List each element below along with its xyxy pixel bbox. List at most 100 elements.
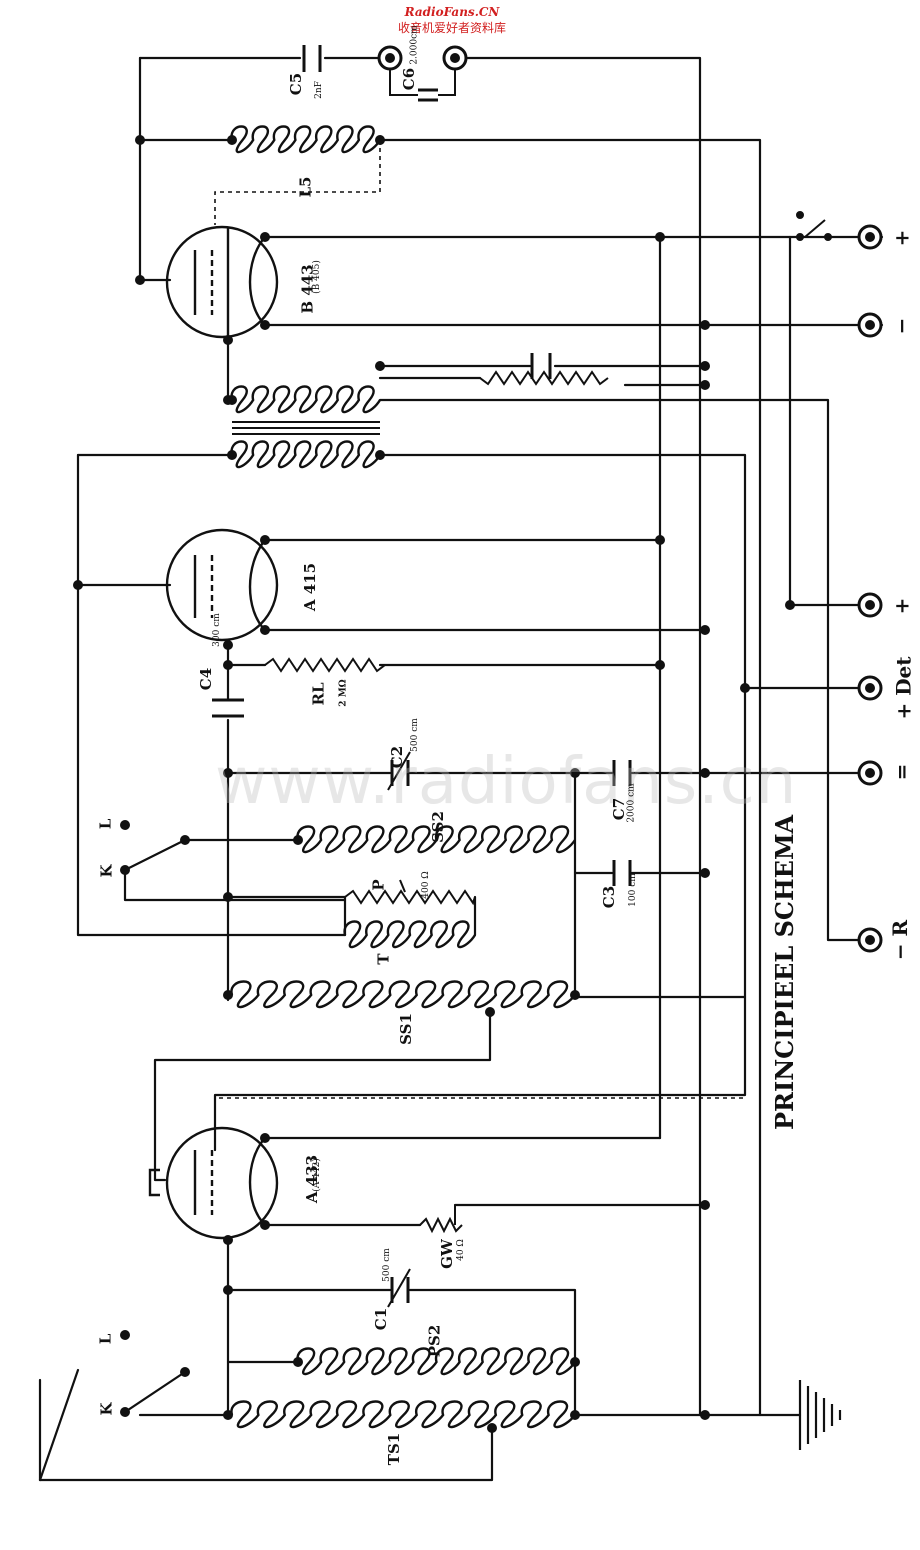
terminal-label-eq: = (889, 763, 914, 781)
label-c6: C6 (400, 67, 419, 91)
label-c3-value: 100 cm (627, 873, 638, 907)
junction-dot (180, 835, 190, 845)
label-c1-value: 500 cm (381, 1248, 392, 1282)
junction-dot (293, 835, 303, 845)
coil-output-secondary (230, 440, 382, 469)
junction-dot (375, 361, 385, 371)
junction-dot (570, 990, 580, 1000)
junction-dot (223, 640, 233, 650)
junction-dot (700, 1410, 710, 1420)
label-ts1: TS1 (385, 1432, 404, 1466)
label-p: P (369, 879, 388, 891)
schema-title: PRINCIPIEEL SCHEMA (770, 814, 799, 1130)
label-c5: C5 (287, 72, 306, 96)
label-c1: C1 (372, 1307, 391, 1331)
coil-output-primary (230, 385, 382, 414)
junction-dot (227, 395, 237, 405)
junction-dot (260, 232, 270, 242)
junction-dot (223, 990, 233, 1000)
junction-dot (260, 625, 270, 635)
junction-dot (223, 1410, 233, 1420)
coil-ss1 (230, 980, 576, 1009)
junction-dot (180, 1367, 190, 1377)
label-c7: C7 (610, 797, 629, 821)
label-l5: L5 (296, 176, 315, 198)
label-p-value: 400 Ω (420, 871, 431, 899)
label-rl: RL (309, 682, 328, 706)
junction-dot (655, 232, 665, 242)
junction-dot (227, 450, 237, 460)
terminal-ht-minus (857, 312, 883, 338)
junction-dot (260, 535, 270, 545)
switch-contact (120, 820, 130, 830)
junction-dot (700, 768, 710, 778)
coil-ss2 (296, 825, 577, 854)
label-ss2: SS2 (428, 811, 447, 843)
junction-dot (223, 660, 233, 670)
label-ss1: SS1 (396, 1013, 415, 1045)
label-c6-value: 2.000cm (409, 25, 420, 65)
junction-dot (223, 768, 233, 778)
site-name: RadioFans.CN (404, 5, 500, 19)
site-subtitle: 收音机爱好者资料库 (397, 21, 506, 35)
terminal-out-b (442, 45, 468, 71)
terminal-eq (857, 760, 883, 786)
junction-dot (655, 535, 665, 545)
junction-dot (293, 1357, 303, 1367)
junction-dot (570, 768, 580, 778)
terminal-out-a (377, 45, 403, 71)
junction-dot (223, 1235, 233, 1245)
junction-dot (375, 135, 385, 145)
label-switch-k-lower: K (97, 1402, 116, 1416)
terminal-plus (857, 592, 883, 618)
label-gw: GW (437, 1239, 456, 1269)
coil-ts1 (230, 1400, 576, 1429)
terminal-label-plus: + (889, 597, 914, 615)
terminal-label-det: + Det (891, 656, 916, 720)
junction-dot (227, 135, 237, 145)
junction-dot (700, 625, 710, 635)
junction-dot (740, 683, 750, 693)
label-gw-value: 40 Ω (455, 1239, 466, 1261)
terminal-ht-plus (857, 224, 883, 250)
junction-dot (260, 1133, 270, 1143)
junction-dot (700, 320, 710, 330)
label-switch-k-upper: K (97, 864, 116, 878)
terminal-minus-r (857, 927, 883, 953)
junction-dot (570, 1357, 580, 1367)
terminal-label-ht-minus: − (889, 317, 914, 335)
junction-dot (485, 1007, 495, 1017)
junction-dot (223, 335, 233, 345)
junction-dot (135, 135, 145, 145)
terminal-label-ht-plus: + (889, 229, 914, 247)
junction-dot (487, 1423, 497, 1433)
junction-dot (260, 1220, 270, 1230)
label-c7-value: 2000 cm (626, 783, 637, 823)
junction-dot (120, 865, 130, 875)
label-c2: C2 (388, 745, 407, 769)
label-output-tube-alt: (B 405) (311, 260, 322, 294)
label-switch-l-lower: L (96, 1333, 115, 1345)
junction-dot (223, 1285, 233, 1295)
coil-ps2 (296, 1347, 577, 1376)
label-rl-value: 2 MΩ (338, 679, 349, 707)
label-detector-tube-alt: (A 442) (311, 1158, 322, 1192)
junction-dot (785, 600, 795, 610)
junction-dot (260, 320, 270, 330)
terminal-det (857, 675, 883, 701)
label-t: T (374, 953, 393, 965)
label-c2-value: 500 cm (409, 718, 420, 752)
label-switch-l-upper: L (96, 818, 115, 830)
watermark: www.radiofans.cn (215, 745, 798, 819)
label-c3: C3 (600, 885, 619, 909)
junction-dot (73, 580, 83, 590)
junction-dot (570, 1410, 580, 1420)
label-c4: C4 (197, 667, 216, 691)
site-header: RadioFans.CN 收音机爱好者资料库 (372, 4, 532, 36)
junction-dot (700, 361, 710, 371)
junction-dot (700, 868, 710, 878)
junction-dot (700, 380, 710, 390)
label-ps2: PS2 (425, 1324, 444, 1358)
junction-dot (135, 275, 145, 285)
